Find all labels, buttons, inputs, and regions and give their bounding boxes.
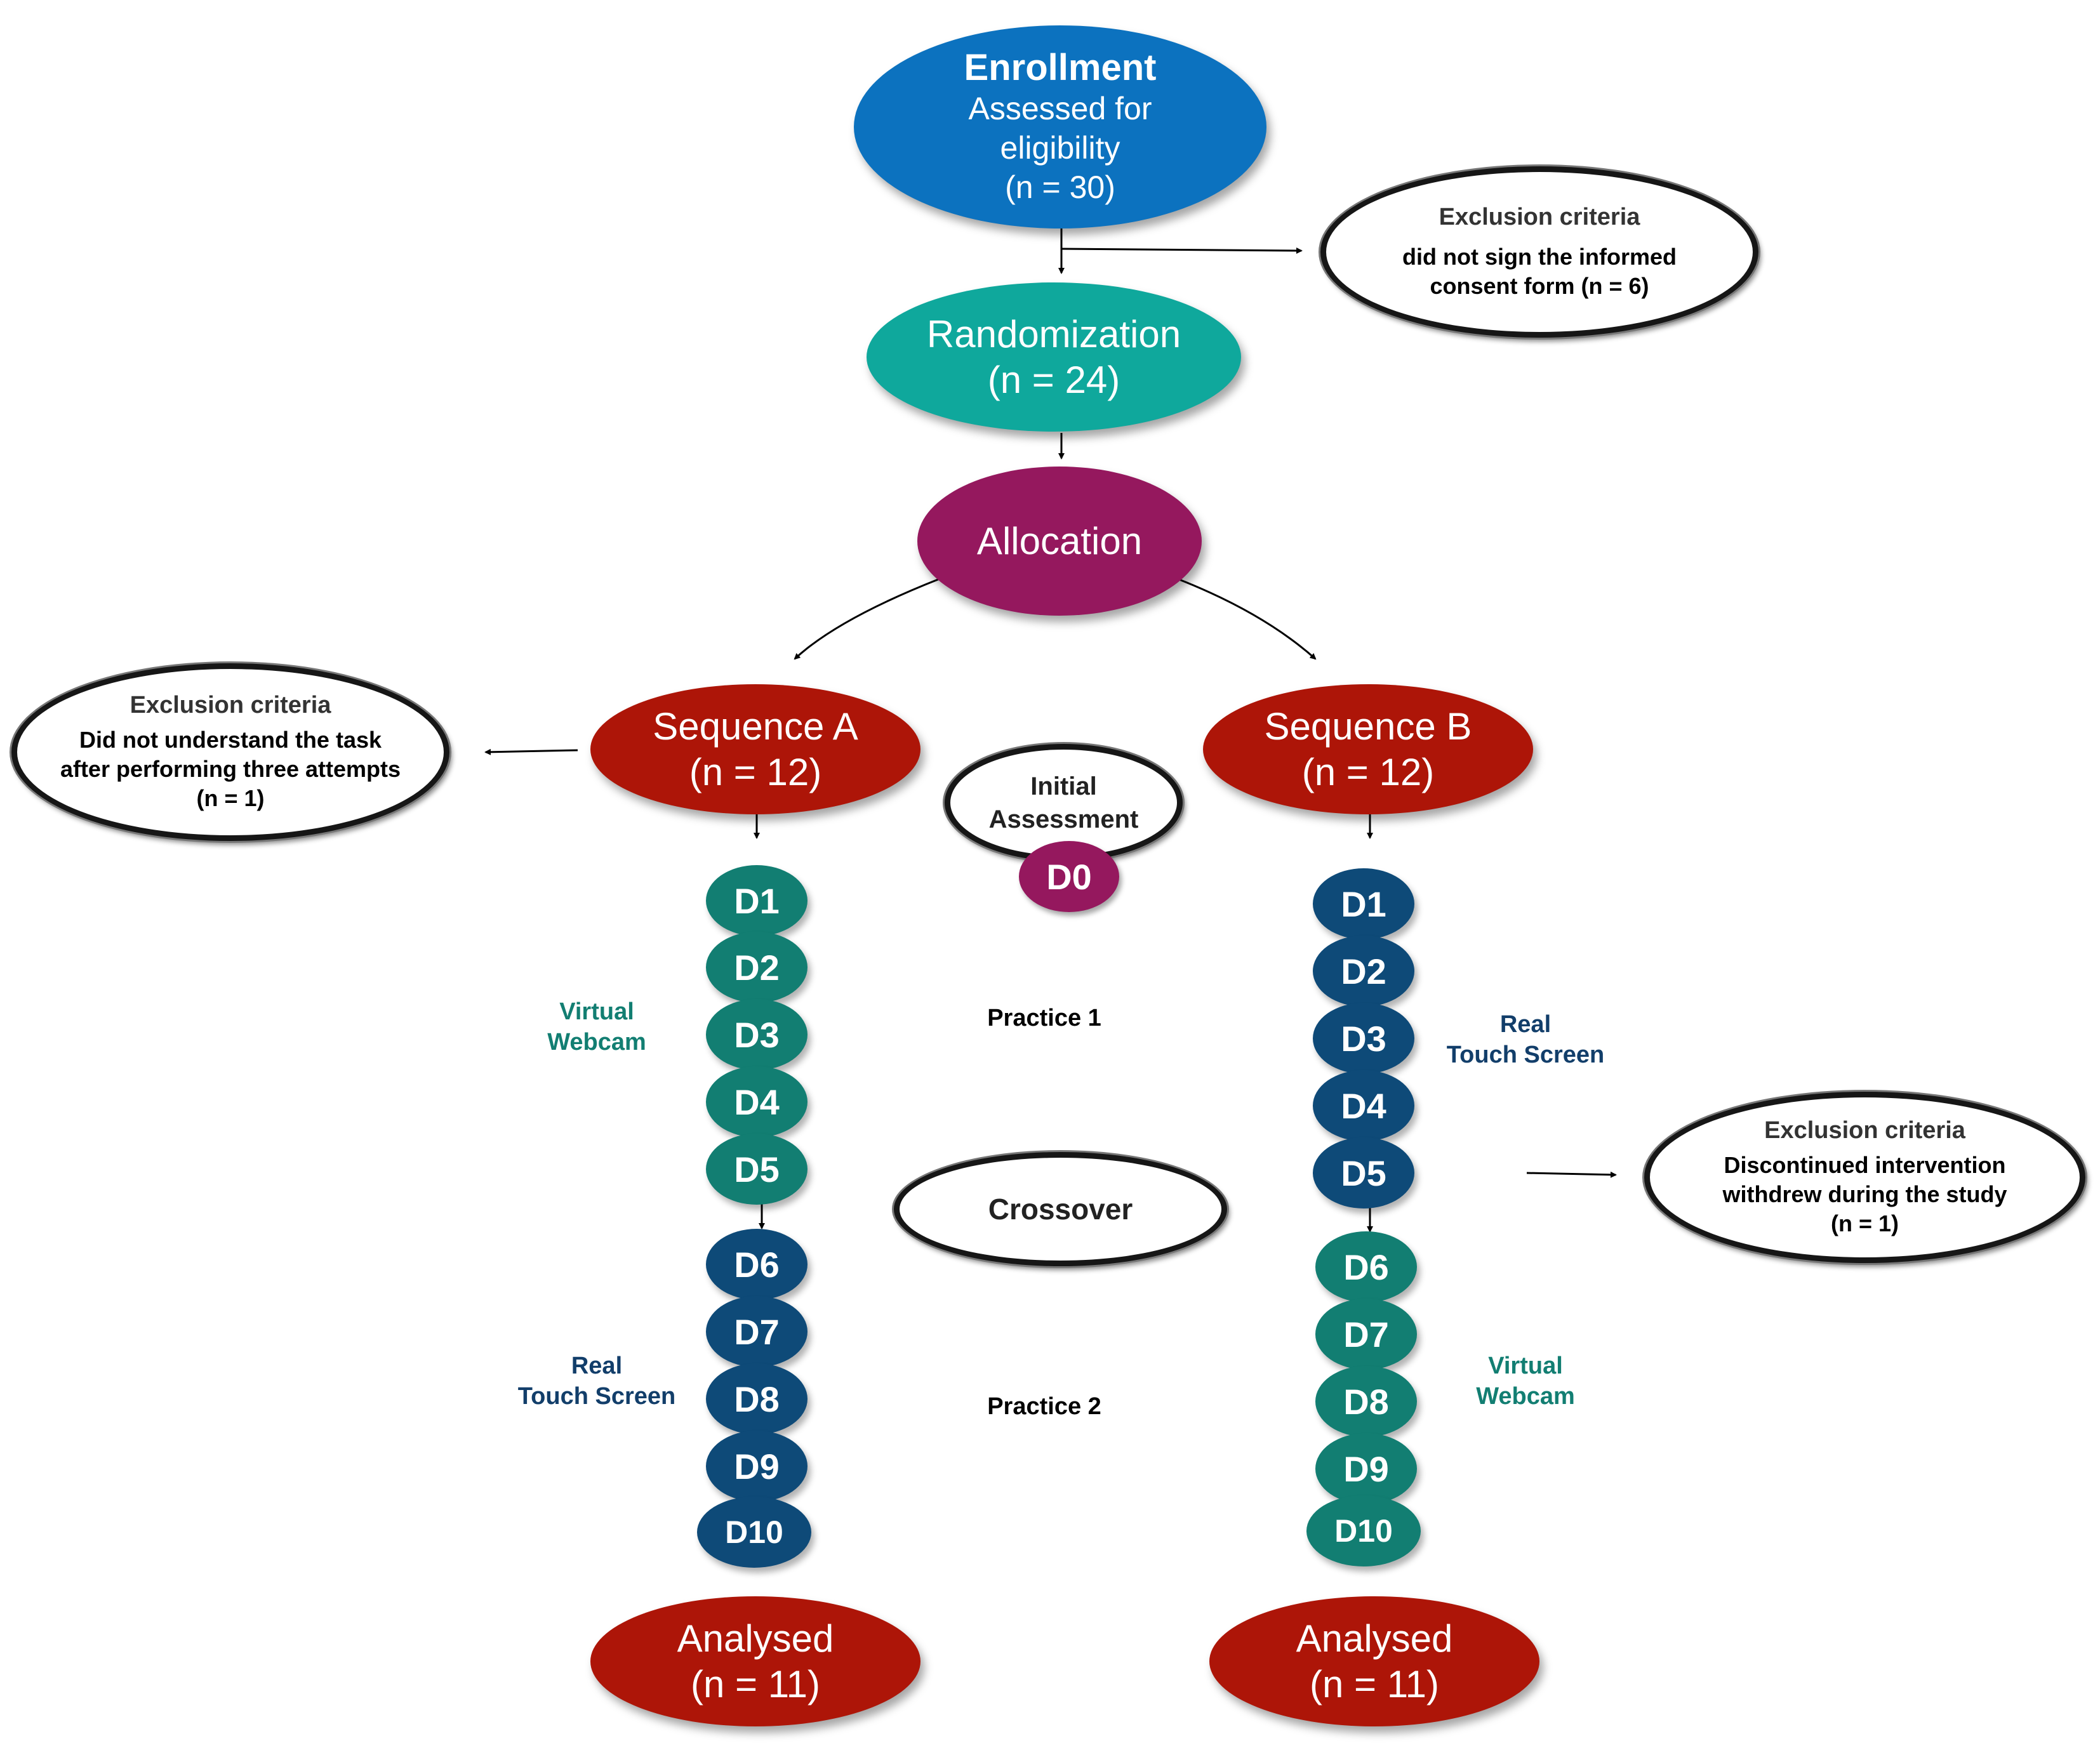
- sequence-a-node: Sequence A (n = 12): [590, 684, 920, 814]
- sequence-b-title: Sequence B: [1264, 705, 1472, 748]
- enrollment-count: (n = 30): [1005, 169, 1115, 205]
- seq-a-day-3: D3: [706, 999, 807, 1070]
- exclusion-left-line1: Did not understand the task: [79, 726, 382, 753]
- practice-1-label: Practice 1: [987, 1005, 1101, 1031]
- seq-b-phase1-label: Real Touch Screen: [1433, 1009, 1618, 1070]
- enrollment-node: Enrollment Assessed for eligibility (n =…: [854, 25, 1266, 228]
- sequence-a-title: Sequence A: [653, 705, 858, 748]
- day-d0: D0: [1019, 841, 1119, 912]
- seq-a-day-7: D7: [706, 1296, 807, 1367]
- seq-b-day-5: D5: [1313, 1137, 1414, 1208]
- arrow-allocation-to-sequence-b: [1177, 578, 1317, 660]
- analysed-b-node: Analysed (n = 11): [1209, 1596, 1539, 1726]
- arrow-to-exclusion-top: [1061, 247, 1303, 254]
- analysed-b-count: (n = 11): [1310, 1662, 1439, 1705]
- arrow-allocation-to-sequence-a: [794, 578, 940, 660]
- seq-b-phase2-label: Virtual Webcam: [1449, 1351, 1602, 1412]
- seq-a-day-5: D5: [706, 1134, 807, 1205]
- seq-b-phase1-line1: Real: [1499, 1011, 1552, 1038]
- allocation-node: Allocation: [917, 467, 1202, 616]
- randomization-node: Randomization (n = 24): [867, 282, 1241, 432]
- seq-a-day-1: D1: [706, 865, 807, 936]
- seq-a-phase1-label: Virtual Webcam: [521, 996, 673, 1057]
- sequence-b-node: Sequence B (n = 12): [1203, 684, 1533, 814]
- seq-a-phase1-line1: Virtual: [559, 998, 634, 1025]
- enrollment-line2: eligibility: [1000, 130, 1120, 166]
- enrollment-line1: Assessed for: [968, 91, 1152, 126]
- exclusion-right-line1: Discontinued intervention: [1724, 1151, 2006, 1178]
- randomization-count: (n = 24): [987, 358, 1120, 401]
- seq-a-phase2-label: Real Touch Screen: [505, 1351, 689, 1412]
- seq-a-phase2-line2: Touch Screen: [517, 1383, 676, 1410]
- sequence-b-count: (n = 12): [1301, 750, 1435, 793]
- analysed-b-title: Analysed: [1296, 1617, 1453, 1660]
- exclusion-criteria-left: Exclusion criteria Did not understand th…: [11, 663, 449, 841]
- enrollment-title: Enrollment: [964, 47, 1157, 88]
- seq-b-day-10: D10: [1306, 1495, 1421, 1566]
- exclusion-right-line2: withdrew during the study: [1722, 1181, 2007, 1207]
- crossover-label: Crossover: [988, 1193, 1133, 1226]
- seq-b-day-6: D6: [1315, 1231, 1417, 1302]
- seq-a-day-2: D2: [706, 932, 807, 1003]
- seq-b-day-3: D3: [1313, 1003, 1414, 1074]
- exclusion-left-line2: after performing three attempts: [60, 755, 401, 782]
- analysed-a-title: Analysed: [677, 1617, 834, 1660]
- seq-a-day-4: D4: [706, 1066, 807, 1137]
- exclusion-criteria-top: Exclusion criteria did not sign the info…: [1320, 166, 1758, 338]
- seq-b-day-8: D8: [1315, 1366, 1417, 1437]
- seq-b-day-9: D9: [1315, 1433, 1417, 1504]
- sequence-a-count: (n = 12): [689, 750, 822, 793]
- seq-b-phase2-line1: Virtual: [1488, 1353, 1563, 1379]
- seq-a-day-6: D6: [706, 1229, 807, 1300]
- analysed-a-node: Analysed (n = 11): [590, 1596, 920, 1726]
- exclusion-top-line1: did not sign the informed: [1402, 243, 1677, 270]
- allocation-title: Allocation: [976, 520, 1143, 562]
- seq-a-day-8: D8: [706, 1363, 807, 1434]
- seq-b-phase2-line2: Webcam: [1476, 1383, 1575, 1410]
- seq-a-phase1-line2: Webcam: [547, 1029, 646, 1056]
- seq-b-phase1-line2: Touch Screen: [1446, 1042, 1605, 1068]
- exclusion-right-heading: Exclusion criteria: [1764, 1116, 1965, 1144]
- randomization-title: Randomization: [926, 312, 1181, 355]
- arrow-to-exclusion-right: [1526, 1171, 1617, 1178]
- exclusion-top-line2: consent form (n = 6): [1430, 272, 1649, 299]
- initial-assessment-line1: Initial: [1030, 772, 1097, 800]
- seq-b-day-4: D4: [1313, 1070, 1414, 1141]
- exclusion-right-line3: (n = 1): [1830, 1210, 1899, 1236]
- seq-a-day-9: D9: [706, 1431, 807, 1502]
- exclusion-left-line3: (n = 1): [196, 785, 265, 811]
- seq-b-day-1: D1: [1313, 868, 1414, 939]
- analysed-a-count: (n = 11): [691, 1662, 820, 1705]
- seq-a-day-10: D10: [697, 1497, 811, 1568]
- exclusion-left-heading: Exclusion criteria: [130, 691, 331, 718]
- crossover-marker: Crossover: [894, 1152, 1227, 1266]
- seq-b-day-7: D7: [1315, 1299, 1417, 1370]
- seq-b-day-2: D2: [1313, 936, 1414, 1007]
- initial-assessment-line2: Assessment: [988, 805, 1139, 833]
- exclusion-criteria-right: Exclusion criteria Discontinued interven…: [1644, 1092, 2085, 1263]
- arrow-sequence-a-to-exclusion-left: [484, 748, 578, 755]
- practice-2-label: Practice 2: [987, 1393, 1101, 1420]
- seq-a-phase2-line1: Real: [571, 1353, 623, 1379]
- exclusion-top-heading: Exclusion criteria: [1439, 203, 1640, 230]
